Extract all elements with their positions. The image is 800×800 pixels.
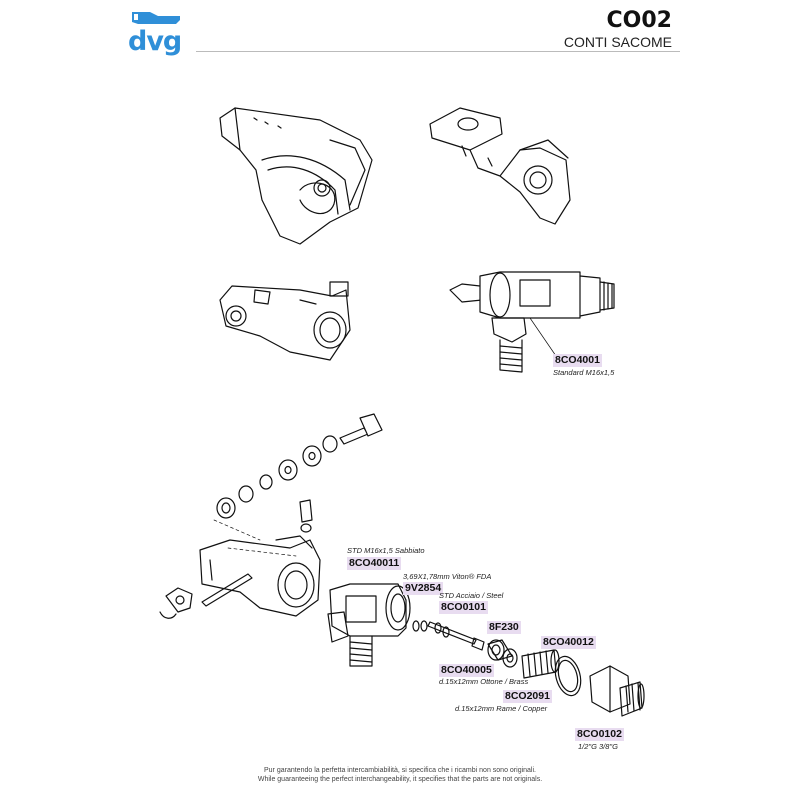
part-code-8CO40005: 8CO40005 [439,664,494,677]
o-ring-9V2854 [412,620,428,632]
adapter-8CO0102 [589,665,645,717]
spring-clip [159,587,193,619]
disclaimer-line-en: While guaranteeing the perfect interchan… [257,776,543,783]
part-code-8CO0102: 8CO0102 [575,728,624,741]
logo-text: dvg [128,26,182,57]
copper-washer-8CO2091 [554,655,582,697]
nut-8F230 [487,639,513,661]
part-code-8F230: 8F230 [487,621,521,634]
part-code-8CO2091: 8CO2091 [503,690,552,703]
part-note-8CO40011: STD M16x1,5 Sabbiato [347,546,425,555]
product-code: CO02 [606,8,672,33]
clamp-assembly-view-1 [219,107,373,245]
part-note-9V2854: 3,69X1,78mm Viton® FDA [403,572,492,581]
dvg-logo-icon [132,12,180,24]
pivot-arm-view [429,107,571,225]
pin-8CO0101 [427,621,485,651]
disclaimer-line-it: Pur garantendo la perfetta intercambiabi… [264,767,536,774]
part-note-8CO40005: d.15x12mm Ottone / Brass [439,677,529,686]
tee-body-8CO40011 [327,583,411,667]
product-title: CONTI SACOME [563,34,672,50]
valve-fitting-view [449,271,615,373]
ring-8CO40005 [502,648,518,668]
part-note-8CO0101: STD Acciaio / Steel [439,591,504,600]
bolt-and-washers [216,413,383,533]
threaded-nipple-8CO40012 [521,649,560,679]
disclaimer: Pur garantendo la perfetta intercambiabi… [0,766,800,784]
part-code-8CO40012: 8CO40012 [541,636,596,649]
part-note-8CO2091: d.15x12mm Rame / Copper [455,704,548,713]
part-code-8CO0101: 8CO0101 [439,601,488,614]
main-clamp-body [199,519,321,617]
part-note-8CO0102: 1/2"G 3/8"G [578,742,618,751]
part-code-8CO4001: 8CO4001 [553,354,602,367]
clamp-body-view [219,281,351,361]
header-divider [196,51,680,52]
part-code-9V2854: 9V2854 [403,582,444,595]
part-code-8CO40011: 8CO40011 [347,557,402,570]
part-note-8CO4001: Standard M16x1,5 [553,368,615,377]
